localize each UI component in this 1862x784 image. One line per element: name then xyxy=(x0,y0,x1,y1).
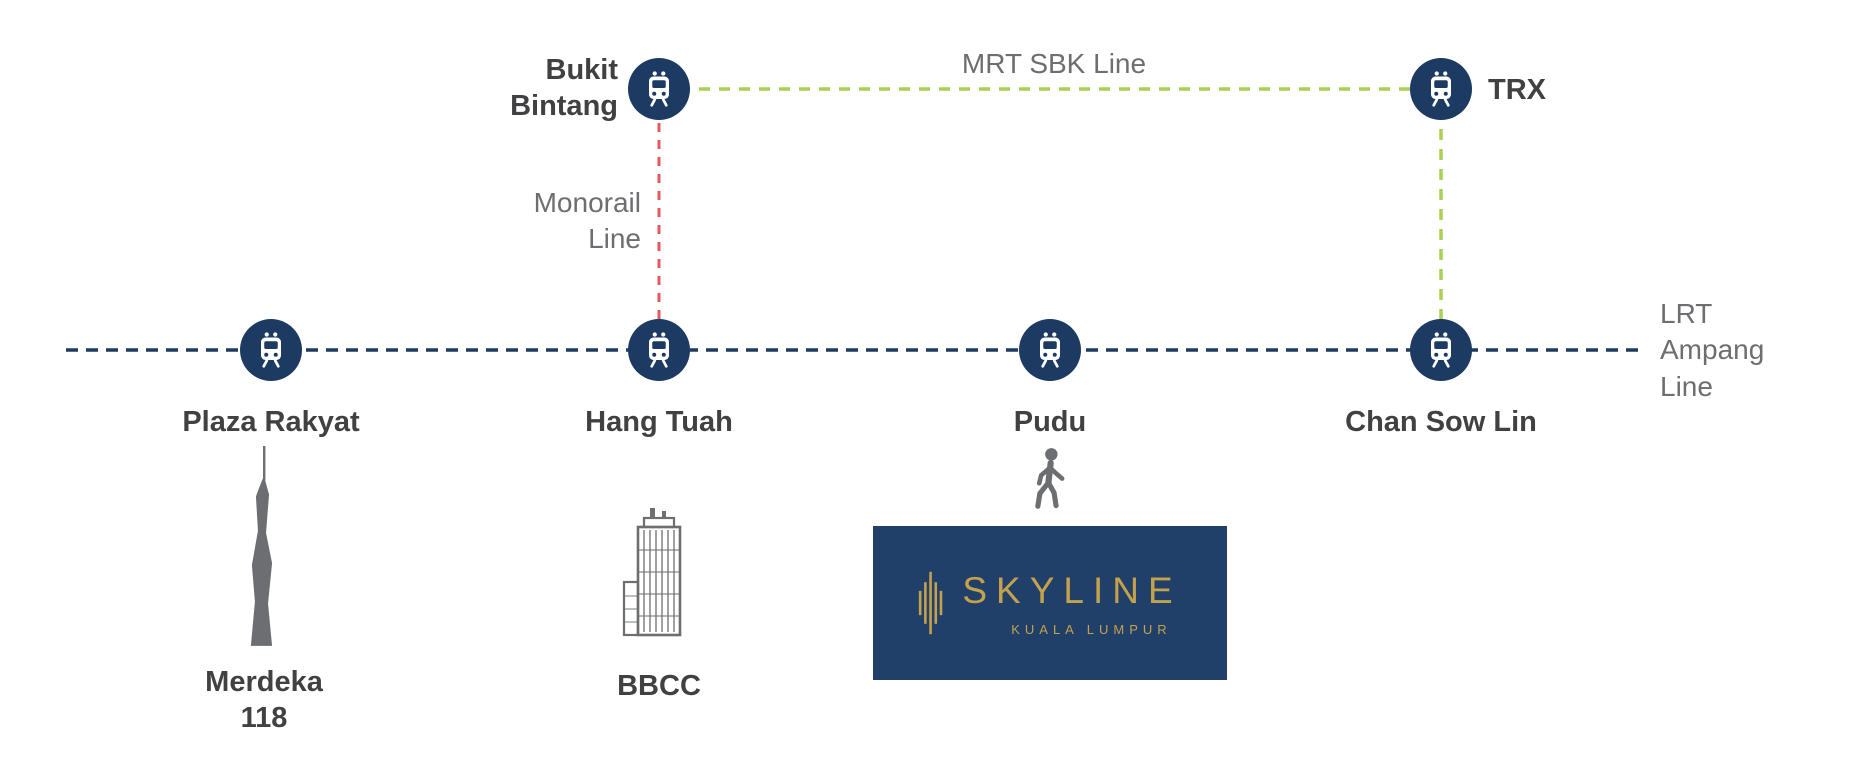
landmark-label-bbcc: BBCC xyxy=(617,670,701,702)
station-trx xyxy=(1410,58,1472,120)
merdeka-118-illustration xyxy=(250,446,273,646)
station-pudu xyxy=(1019,319,1081,381)
station-bukit-bintang xyxy=(628,58,690,120)
walking-person-icon xyxy=(1035,448,1065,509)
station-label-pudu: Pudu xyxy=(1013,406,1087,438)
bbcc-illustration xyxy=(622,508,682,637)
train-icon xyxy=(1431,332,1451,368)
line-label-monorail: Monorail Line xyxy=(533,187,641,255)
skyline-logo-text: SKYLINE KUALA LUMPUR xyxy=(962,570,1181,637)
skyline-logo-emblem-icon xyxy=(919,571,943,635)
station-label-trx: TRX xyxy=(1488,74,1546,106)
station-hang-tuah xyxy=(628,319,690,381)
station-label-bukit-bintang: Bukit Bintang xyxy=(510,54,618,123)
station-label-plaza-rakyat: Plaza Rakyat xyxy=(182,406,360,438)
station-chan-sow-lin xyxy=(1410,319,1472,381)
train-icon xyxy=(1040,332,1060,368)
station-label-chan-sow-lin: Chan Sow Lin xyxy=(1345,406,1537,438)
skyline-logo-name: SKYLINE xyxy=(962,569,1182,611)
train-icon xyxy=(649,332,669,368)
landmark-label-merdeka-118: Merdeka 118 xyxy=(205,666,323,735)
station-label-hang-tuah: Hang Tuah xyxy=(585,406,733,438)
line-label-mrt-sbk: MRT SBK Line xyxy=(961,48,1147,79)
train-icon xyxy=(1431,71,1451,107)
skyline-logo: SKYLINE KUALA LUMPUR xyxy=(873,526,1227,680)
train-icon xyxy=(649,71,669,107)
skyline-logo-location: KUALA LUMPUR xyxy=(1011,621,1172,637)
train-icon xyxy=(261,332,281,368)
station-plaza-rakyat xyxy=(240,319,302,381)
line-label-lrt-ampang: LRT Ampang Line xyxy=(1660,298,1765,402)
